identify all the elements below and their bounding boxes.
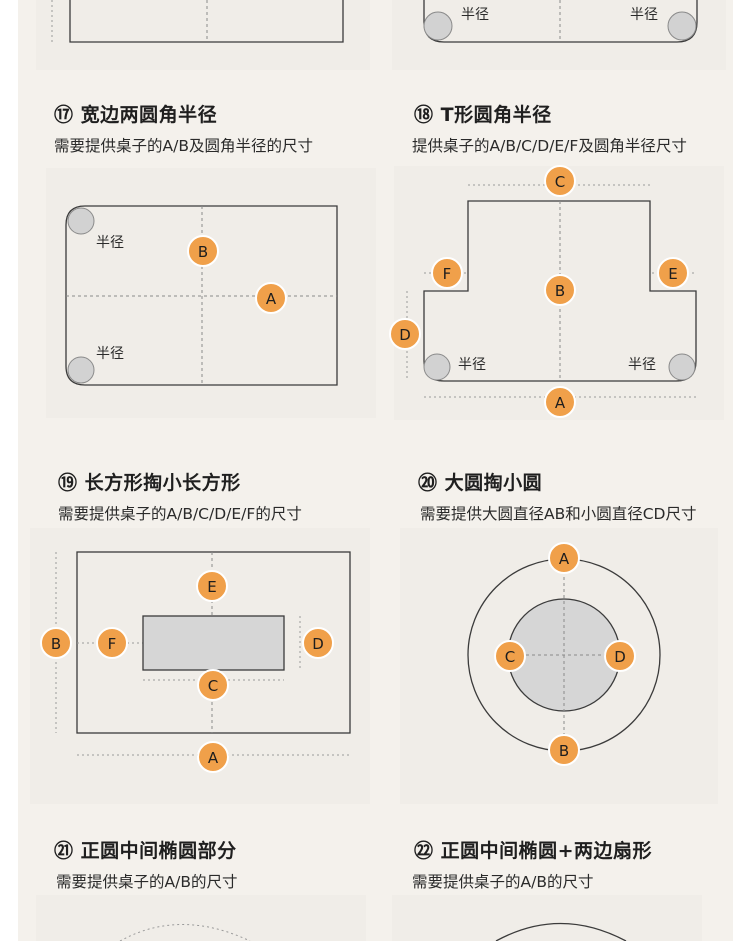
radius-label: 半径 (96, 235, 124, 251)
figure-22-circle-top (495, 922, 627, 941)
panel-17 (46, 168, 376, 418)
badge-d: D (604, 640, 636, 672)
badge-e: E (196, 570, 228, 602)
radius-label: 半径 (461, 7, 489, 23)
table-outline (65, 205, 338, 386)
radius-corner-icon (67, 207, 95, 235)
svg-text:B: B (555, 282, 565, 300)
section-19-title: ⑲ 长方形掏小长方形 (58, 472, 241, 494)
top-right-figure: 半径 半径 (423, 0, 698, 43)
section-17-subtitle: 需要提供桌子的A/B及圆角半径的尺寸 (54, 137, 313, 155)
section-18-subtitle: 提供桌子的A/B/C/D/E/F及圆角半径尺寸 (412, 137, 687, 155)
radius-label: 半径 (628, 357, 656, 373)
section-22-title: ㉒ 正圆中间椭圆+两边扇形 (414, 840, 653, 862)
section-19-subtitle: 需要提供桌子的A/B/C/D/E/F的尺寸 (58, 505, 302, 523)
panel-22 (392, 895, 702, 941)
svg-text:C: C (208, 677, 218, 695)
figure-20: A B C D (467, 542, 661, 766)
badge-d: D (302, 627, 334, 659)
svg-text:F: F (443, 265, 452, 283)
section-21-title: ㉑ 正圆中间椭圆部分 (54, 840, 237, 862)
section-21-subtitle: 需要提供桌子的A/B的尺寸 (56, 873, 238, 891)
radius-corner-icon (423, 11, 453, 41)
figure-21-circle-top (119, 924, 251, 941)
section-20-subtitle: 需要提供大圆直径AB和小圆直径CD尺寸 (420, 505, 697, 523)
badge-c: C (494, 640, 526, 672)
figure-17: 半径 半径 B A (65, 205, 338, 386)
svg-text:D: D (614, 648, 626, 666)
svg-text:D: D (399, 326, 411, 344)
radius-corner-icon (423, 353, 451, 381)
section-20-title: ⑳ 大圆掏小圆 (418, 472, 543, 494)
radius-label: 半径 (458, 357, 486, 373)
badge-a: A (548, 542, 580, 574)
badge-c: C (197, 669, 229, 701)
svg-text:A: A (559, 550, 570, 568)
panel-top-left (36, 0, 370, 70)
section-18-title: ⑱ T形圆角半径 (414, 104, 552, 126)
svg-text:B: B (559, 742, 569, 760)
section-22-subtitle: 需要提供桌子的A/B的尺寸 (412, 873, 594, 891)
svg-text:E: E (207, 578, 216, 596)
cutout-rectangle (142, 615, 285, 671)
badge-a: A (255, 282, 287, 314)
badge-b: B (187, 235, 219, 267)
badge-b: B (40, 627, 72, 659)
badge-f: F (431, 257, 463, 289)
figure-18: 半径 半径 C F E B D A (389, 165, 697, 418)
figure-19: E B F D C A (40, 551, 351, 773)
radius-label: 半径 (96, 346, 124, 362)
badge-b: B (548, 734, 580, 766)
table-outline (69, 0, 344, 43)
svg-text:A: A (208, 749, 219, 767)
svg-text:A: A (555, 394, 566, 412)
badge-f: F (96, 627, 128, 659)
svg-text:C: C (505, 648, 515, 666)
radius-corner-icon (668, 353, 696, 381)
panel-21 (36, 895, 366, 941)
badge-b: B (544, 274, 576, 306)
svg-text:E: E (668, 265, 677, 283)
badge-e: E (657, 257, 689, 289)
radius-corner-icon (67, 356, 95, 384)
svg-text:A: A (266, 290, 277, 308)
svg-text:D: D (312, 635, 324, 653)
svg-text:B: B (198, 243, 208, 261)
top-left-figure (51, 0, 344, 44)
radius-label: 半径 (630, 7, 658, 23)
badge-c: C (544, 165, 576, 197)
badge-a: A (544, 386, 576, 418)
svg-text:C: C (555, 173, 565, 191)
section-17-title: ⑰ 宽边两圆角半径 (54, 104, 218, 126)
badge-a: A (197, 741, 229, 773)
svg-text:F: F (108, 635, 117, 653)
radius-corner-icon (667, 11, 697, 41)
badge-d: D (389, 318, 421, 350)
svg-text:B: B (51, 635, 61, 653)
